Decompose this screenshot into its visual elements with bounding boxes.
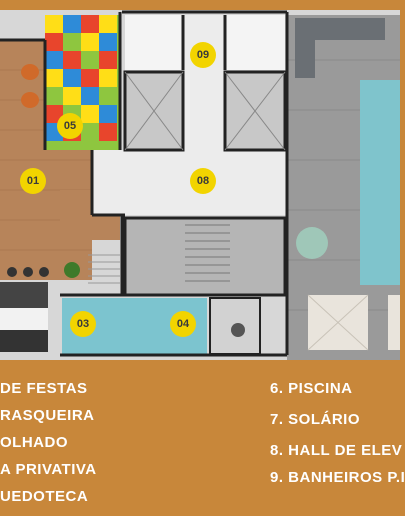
legend-item: DE FESTAS	[0, 380, 88, 397]
legend-item: 8. HALL DE ELEV	[270, 442, 403, 459]
room-badge-01: 01	[20, 168, 46, 194]
room-badge-04: 04	[170, 311, 196, 337]
room-badge-09: 09	[190, 42, 216, 68]
legend-item: OLHADO	[0, 434, 68, 451]
top-border	[0, 0, 400, 10]
legend-item: 6. PISCINA	[270, 380, 353, 397]
legend: DE FESTAS RASQUEIRA OLHADO A PRIVATIVA U…	[0, 360, 405, 516]
legend-item: UEDOTECA	[0, 488, 89, 505]
legend-item: RASQUEIRA	[0, 407, 95, 424]
legend-item: A PRIVATIVA	[0, 461, 97, 478]
legend-item: 9. BANHEIROS P.I	[270, 469, 405, 486]
room-badge-08: 08	[190, 168, 216, 194]
legend-item: 7. SOLÁRIO	[270, 411, 361, 428]
room-badge-03: 03	[70, 311, 96, 337]
room-badge-05: 05	[57, 113, 83, 139]
